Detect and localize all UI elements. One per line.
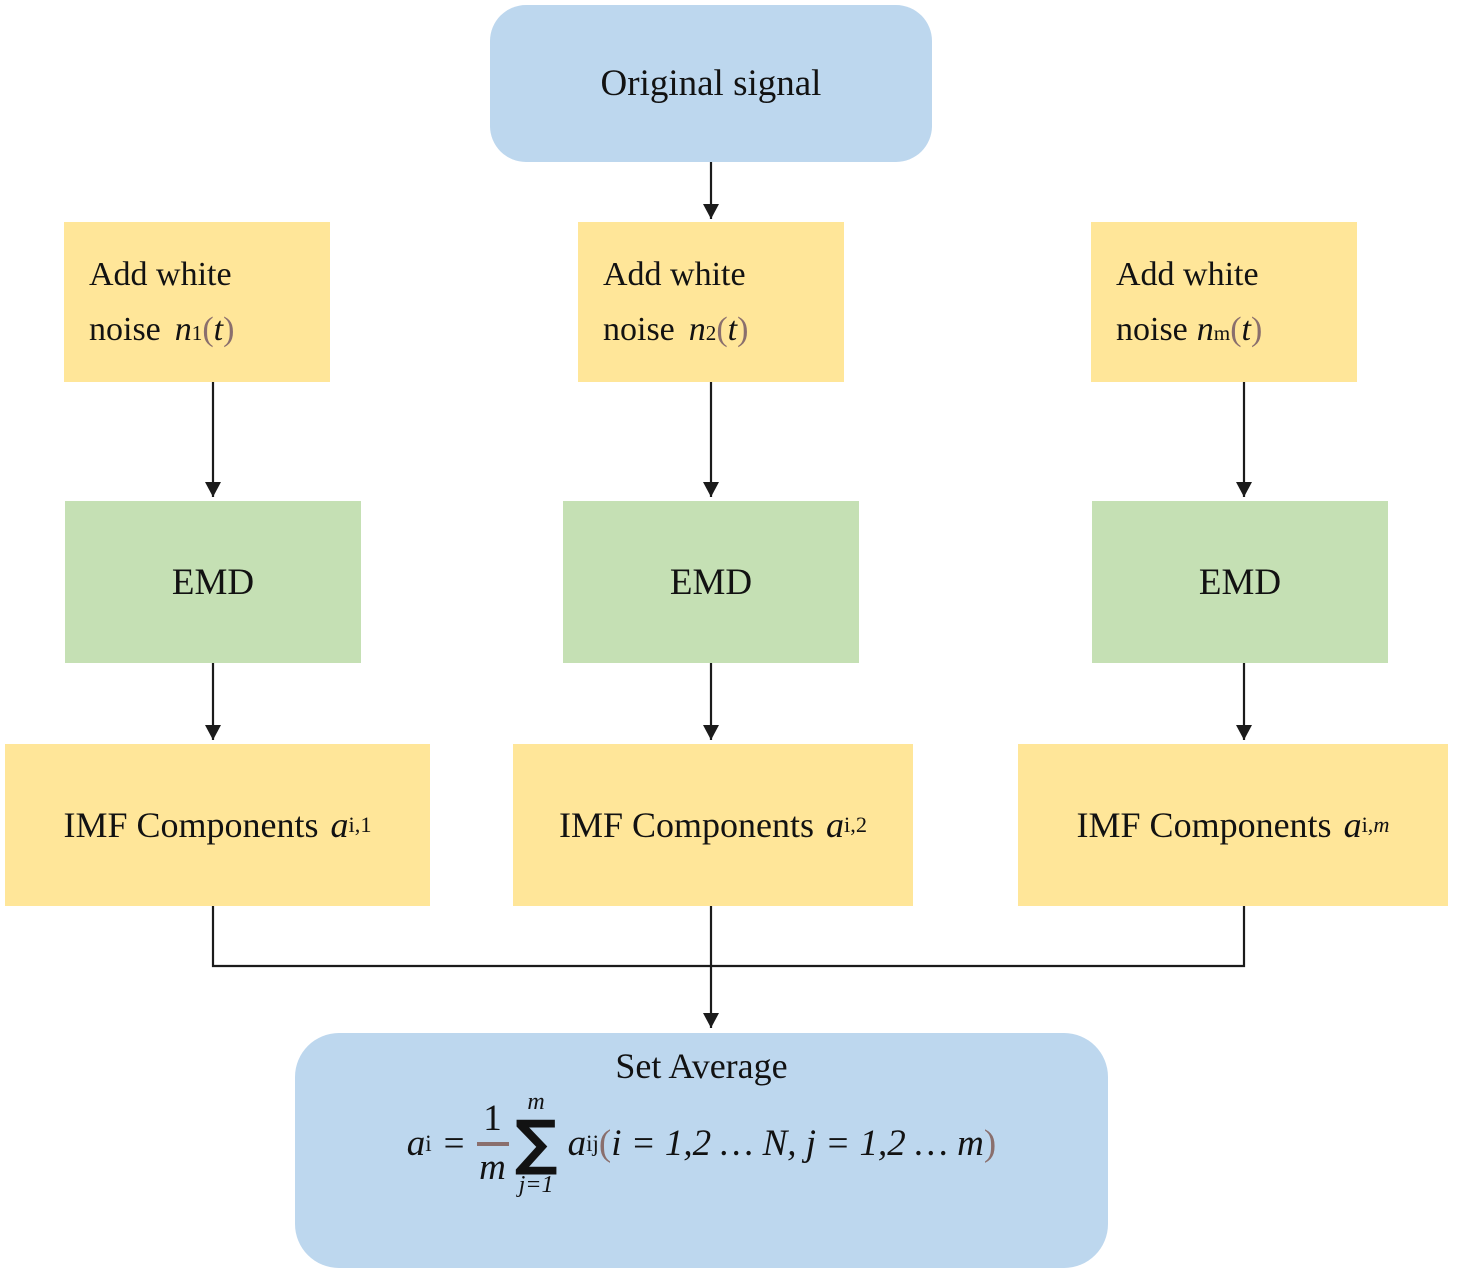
formula-equals: = [443, 1123, 465, 1165]
noise3-close-paren: ) [1250, 311, 1263, 348]
emd1-label: EMD [171, 561, 255, 603]
noise2-arg: t [727, 311, 738, 348]
formula-fraction: 1 m [476, 1098, 509, 1188]
noise3-word: noise [1116, 311, 1188, 348]
imf2-var: a [826, 805, 845, 845]
node-original-signal: Original signal [490, 5, 932, 162]
node-emd-1: EMD [65, 501, 361, 663]
imf3-sub-plain: i, [1361, 812, 1374, 837]
formula-summation: m ∑ j=1 [515, 1089, 558, 1199]
imf2-prefix: IMF Components [559, 805, 815, 845]
noise1-open-paren: ( [202, 311, 214, 348]
noise1-word: noise [89, 311, 161, 348]
noise3-line1: Add white [1116, 255, 1259, 293]
fraction-bar [476, 1141, 509, 1146]
formula-close-paren: ) [983, 1123, 997, 1165]
imf1-sub-last: 1 [360, 812, 372, 837]
noise1-line1: Add white [89, 255, 232, 293]
imf1-prefix: IMF Components [63, 805, 319, 845]
formula-conditions: i = 1,2 … N, j = 1,2 … m [611, 1123, 984, 1165]
imf1-var: a [330, 805, 349, 845]
noise1-var: n [174, 311, 192, 348]
noise2-close-paren: ) [737, 311, 749, 348]
sum-lower-limit: j=1 [518, 1172, 554, 1199]
formula-term-var: a [567, 1123, 587, 1165]
formula-lhs-var: a [406, 1123, 426, 1165]
sigma-sum-icon: ∑ [514, 1108, 558, 1179]
imf1-sub-plain: i, [348, 812, 361, 837]
noise3-var: n [1196, 311, 1214, 348]
imf3-sub-last: m [1373, 812, 1390, 837]
imf2-sub-last: 2 [855, 812, 867, 837]
imf3-prefix: IMF Components [1076, 805, 1332, 845]
formula-open-paren: ( [598, 1123, 612, 1165]
noise2-word: noise [603, 311, 675, 348]
set-average-title: Set Average [615, 1046, 788, 1086]
noise2-open-paren: ( [716, 311, 728, 348]
imf3-var: a [1343, 805, 1362, 845]
noise2-var: n [688, 311, 706, 348]
node-emd-2: EMD [563, 501, 859, 663]
node-emd-3: EMD [1092, 501, 1388, 663]
noise3-open-paren: ( [1230, 311, 1242, 348]
noise3-arg: t [1241, 311, 1251, 348]
original-signal-label: Original signal [600, 63, 822, 104]
imf2-sub-plain: i, [844, 812, 856, 837]
fraction-denominator: m [479, 1146, 506, 1188]
emd2-label: EMD [669, 561, 753, 603]
sum-upper-limit: m [527, 1089, 545, 1115]
noise1-close-paren: ) [223, 311, 235, 348]
noise1-arg: t [213, 311, 224, 348]
noise2-line1: Add white [603, 255, 746, 293]
fraction-numerator: 1 [483, 1098, 502, 1140]
connector-merge-bracket [211, 906, 1246, 968]
emd3-label: EMD [1198, 561, 1282, 603]
